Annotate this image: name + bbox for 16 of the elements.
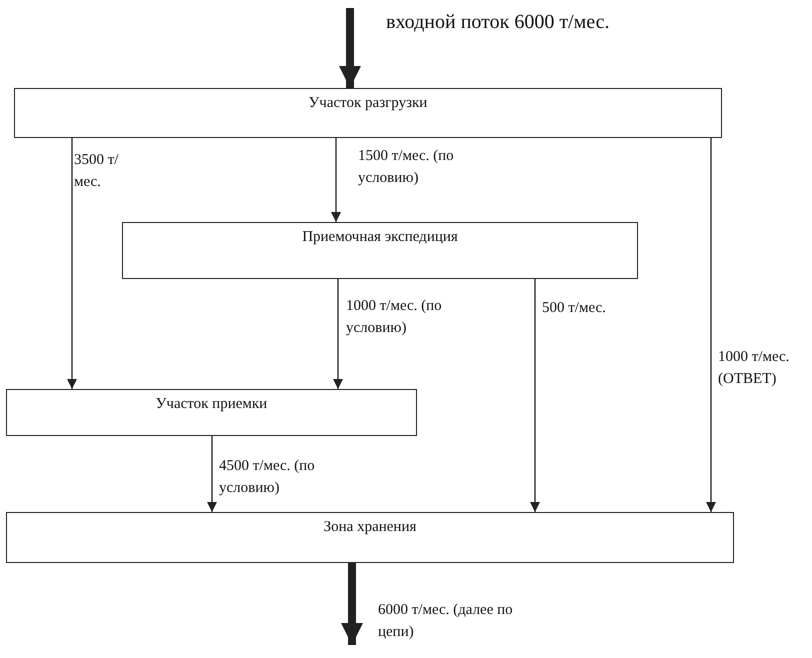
process-box: [122, 222, 638, 279]
arrow: [706, 138, 716, 512]
process-box: [6, 512, 734, 563]
process-box: [6, 389, 417, 436]
box-label: Участок приемки: [156, 396, 268, 413]
arrow: [530, 279, 540, 512]
arrow: [333, 279, 343, 389]
arrow: [207, 436, 217, 512]
box-label: Приемочная экспедиция: [302, 229, 458, 246]
flow-arrow: [339, 8, 361, 88]
box-label: Зона хранения: [324, 519, 416, 536]
box-label: Участок разгрузки: [308, 95, 428, 112]
arrow: [67, 138, 77, 389]
flow-arrow: [341, 563, 363, 645]
arrow: [331, 138, 341, 222]
process-box: [14, 88, 722, 138]
